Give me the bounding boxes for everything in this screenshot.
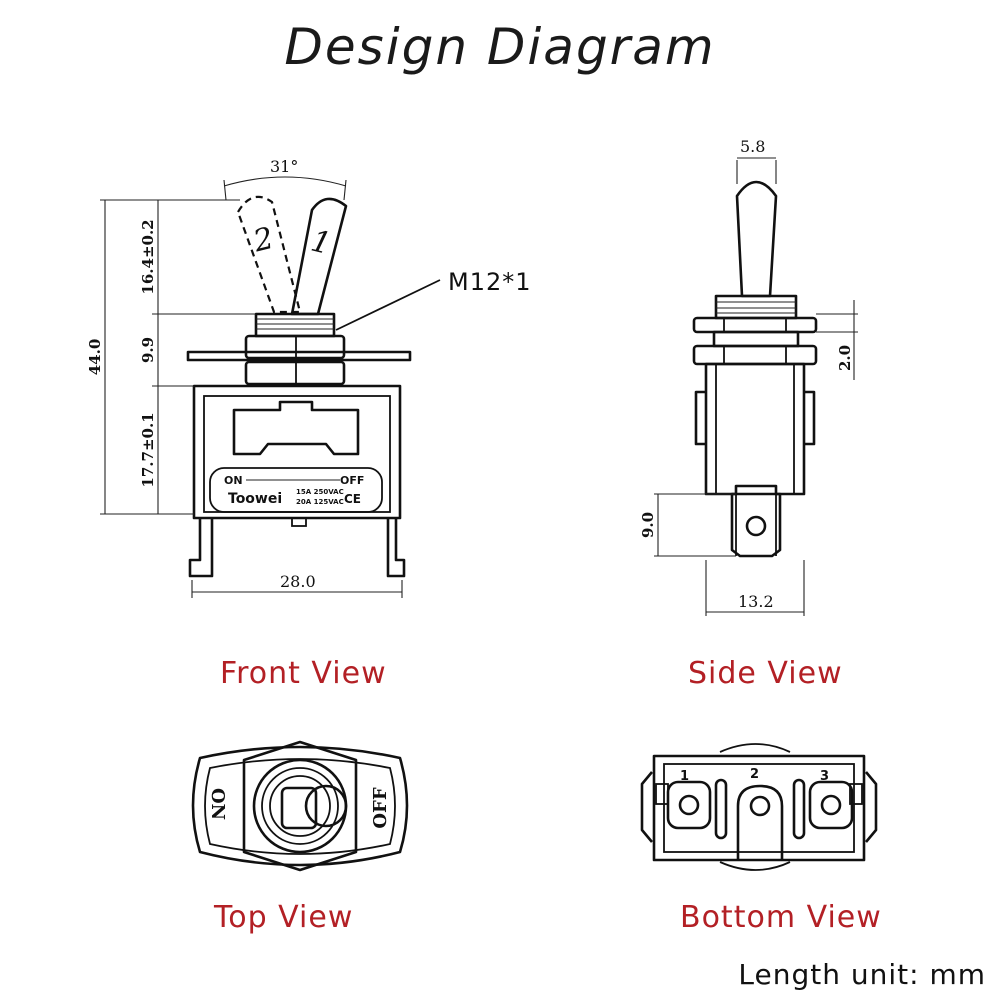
- svg-text:15A 250VAC: 15A 250VAC: [296, 488, 344, 496]
- unit-note: Length unit: mm: [738, 958, 986, 991]
- body-window: [232, 400, 360, 456]
- top-hex-nut: [242, 740, 358, 872]
- side-view-drawing: 5.8 2.0 9.0 13.2: [639, 137, 858, 616]
- dim-bushing-label: 9.9: [139, 337, 157, 363]
- front-nut: [244, 334, 346, 360]
- top-on-label: ON: [207, 788, 228, 820]
- front-view-caption: Front View: [220, 656, 387, 691]
- side-terminal: [730, 484, 782, 558]
- side-dim-terminal: 9.0: [639, 512, 657, 538]
- label-plate: [209, 467, 383, 513]
- lever-position-1: [290, 197, 348, 316]
- top-lever-stem: [280, 786, 318, 830]
- side-lever: [735, 180, 778, 298]
- ce-mark: CE: [344, 492, 361, 506]
- front-on-label: ON: [224, 474, 243, 487]
- side-bushing: [714, 294, 798, 320]
- thread-leader: [335, 279, 441, 331]
- dim-width-label: 28.0: [280, 572, 316, 591]
- washer-plate: [186, 350, 412, 362]
- side-body: [704, 362, 806, 496]
- pin-1-label: 1: [680, 769, 689, 784]
- side-dim-nut: 2.0: [836, 345, 854, 371]
- top-off-label: OFF: [370, 787, 391, 828]
- dim-total-label: 44.0: [86, 339, 104, 376]
- thread-label: M12*1: [448, 268, 532, 296]
- dim-body-label: 17.7±0.1: [139, 412, 157, 487]
- terminal-left: [188, 518, 214, 578]
- pin-1-terminal: [666, 780, 712, 830]
- pin-3-terminal: [808, 780, 854, 830]
- angle-arc: [223, 176, 347, 187]
- bottom-view-caption: Bottom View: [680, 900, 882, 935]
- side-dim-width: 13.2: [738, 592, 774, 611]
- side-dim-lever-width: 5.8: [740, 137, 765, 156]
- bottom-outline: [652, 754, 866, 862]
- diagram-title: Design Diagram: [284, 18, 716, 76]
- top-bushing-outer: [252, 758, 348, 854]
- top-lever-tip: [304, 784, 348, 828]
- top-view-drawing: ON OFF: [191, 740, 409, 872]
- top-view-caption: Top View: [214, 900, 354, 935]
- front-lower-nut: [244, 360, 346, 386]
- pin-2-terminal: [736, 784, 784, 860]
- bottom-slot-right: [792, 778, 806, 840]
- brand-label: Toowei: [228, 491, 282, 507]
- lever-position-1-label: 1: [307, 224, 334, 263]
- side-washer: [712, 330, 800, 348]
- front-off-label: OFF: [340, 474, 364, 487]
- dim-lever-label: 16.4±0.2: [139, 219, 157, 294]
- side-view-caption: Side View: [688, 656, 843, 691]
- side-nut: [692, 316, 818, 334]
- front-view-drawing: 31° 2 1 M12*1 ON OFF Toowei 15A 250VAC: [86, 157, 532, 598]
- bottom-view-drawing: 1 2 3: [640, 743, 878, 871]
- pin-2-label: 2: [750, 767, 759, 782]
- side-lower-nut: [692, 344, 818, 366]
- terminal-right: [386, 518, 406, 578]
- bottom-slot-left: [714, 778, 728, 840]
- pin-3-label: 3: [820, 769, 829, 784]
- thread-bushing: [254, 312, 336, 338]
- svg-text:20A 125VAC: 20A 125VAC: [296, 498, 344, 506]
- angle-label: 31°: [270, 157, 298, 176]
